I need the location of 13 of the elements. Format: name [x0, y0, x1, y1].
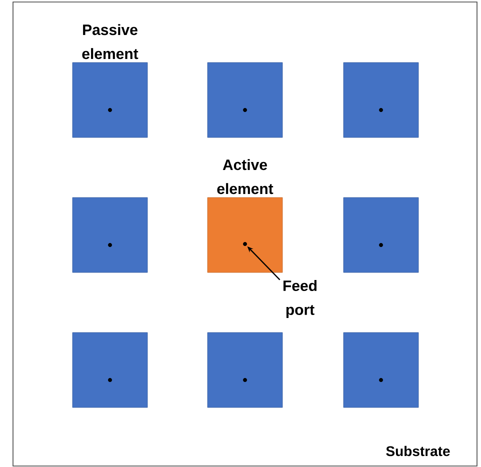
element-label: Active element [217, 159, 274, 194]
feed-port-label: Feed port [284, 280, 317, 318]
patch-element [343, 197, 419, 273]
patch-element [207, 197, 283, 273]
patch-element [72, 62, 148, 138]
patch-element [343, 62, 419, 138]
element-label: Passive element [82, 24, 138, 60]
patch-element [207, 332, 283, 408]
patch-element [72, 332, 148, 408]
feed-point [243, 242, 247, 246]
patch-element [207, 62, 283, 138]
patch-element [72, 197, 148, 273]
patch-element [343, 332, 419, 408]
